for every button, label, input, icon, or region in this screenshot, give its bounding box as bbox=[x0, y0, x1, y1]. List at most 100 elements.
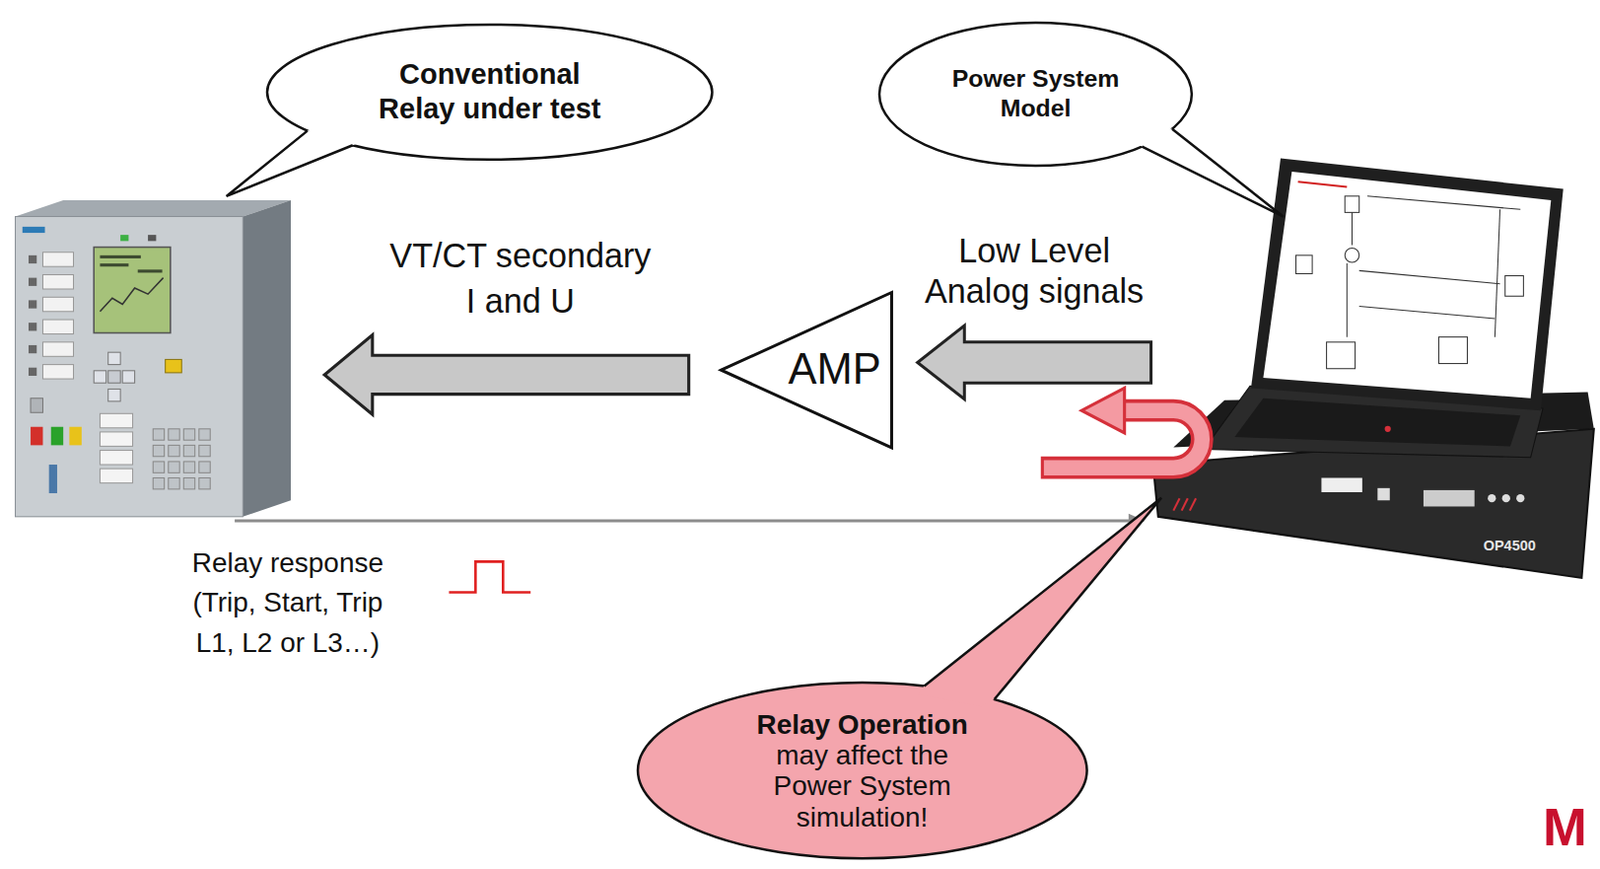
protection-relay bbox=[199, 461, 210, 473]
callout-tail bbox=[1142, 128, 1284, 216]
protection-relay bbox=[99, 263, 129, 267]
secondary-signal-arrow bbox=[324, 335, 690, 416]
laptop bbox=[1262, 171, 1551, 399]
protection-relay bbox=[183, 461, 195, 473]
laptop bbox=[1438, 337, 1467, 364]
protection-relay bbox=[152, 428, 164, 440]
laptop bbox=[1505, 276, 1525, 297]
protection-relay bbox=[51, 426, 64, 446]
laptop bbox=[1494, 208, 1500, 337]
protection-relay bbox=[42, 252, 73, 267]
simulator-rack bbox=[1487, 493, 1496, 502]
protection-relay bbox=[15, 200, 291, 217]
protection-relay bbox=[30, 426, 43, 446]
simulator-rack bbox=[1189, 497, 1196, 510]
annotation: VT/CT secondary I and U bbox=[384, 232, 656, 324]
callout-bubble: Relay Operationmay affect the Power Syst… bbox=[635, 680, 1090, 860]
protection-relay bbox=[138, 269, 163, 273]
protection-relay bbox=[93, 247, 171, 334]
protection-relay bbox=[199, 444, 210, 456]
protection-relay bbox=[168, 461, 180, 473]
laptop bbox=[1359, 270, 1501, 283]
relay-response-line bbox=[234, 518, 1131, 522]
protection-relay bbox=[183, 428, 195, 440]
amplifier-label-group: AMP bbox=[787, 345, 881, 395]
callout-text-group: Power System Model bbox=[937, 64, 1135, 124]
trip-pulse-symbol bbox=[448, 560, 531, 592]
callout-bubble: Conventional Relay under test bbox=[265, 22, 714, 162]
callout-tail bbox=[226, 126, 367, 196]
laptop bbox=[1344, 248, 1359, 263]
callout-text-group: Conventional Relay under test bbox=[366, 57, 614, 127]
simulator-rack bbox=[1173, 497, 1180, 510]
simulator-rack bbox=[1182, 497, 1188, 510]
protection-relay bbox=[152, 477, 164, 488]
laptop bbox=[1298, 181, 1348, 187]
protection-relay bbox=[69, 426, 81, 446]
laptop bbox=[1359, 306, 1496, 319]
protection-relay bbox=[183, 477, 195, 488]
protection-relay bbox=[99, 431, 133, 446]
laptop bbox=[1385, 425, 1392, 432]
protection-relay bbox=[168, 444, 180, 456]
protection-relay bbox=[99, 255, 140, 259]
protection-relay bbox=[99, 278, 163, 312]
protection-relay bbox=[242, 200, 291, 517]
protection-relay bbox=[28, 322, 37, 331]
callout-text: may affect the Power System simulation! bbox=[756, 739, 969, 833]
protection-relay bbox=[152, 461, 164, 473]
protection-relay bbox=[93, 370, 106, 383]
protection-relay bbox=[108, 351, 121, 364]
protection-relay bbox=[122, 370, 135, 383]
protection-relay bbox=[152, 444, 164, 456]
laptop bbox=[1351, 211, 1353, 245]
simulator-rack bbox=[1423, 489, 1475, 507]
callout-text: Power System Model bbox=[937, 64, 1135, 124]
protection-relay bbox=[15, 200, 291, 517]
relay-response-line bbox=[234, 513, 1145, 528]
signal-label: Low Level Analog signals bbox=[915, 230, 1153, 312]
protection-relay bbox=[99, 413, 133, 427]
laptop bbox=[1344, 196, 1359, 213]
protection-relay bbox=[42, 342, 73, 356]
protection-relay bbox=[165, 358, 183, 372]
protection-relay bbox=[22, 226, 46, 233]
feedback-u-arrow bbox=[1081, 387, 1124, 433]
annotation-box: VT/CT secondary I and U bbox=[384, 232, 656, 324]
callout-bubble: Power System Model bbox=[877, 20, 1194, 168]
protection-relay bbox=[183, 444, 195, 456]
protection-relay bbox=[99, 450, 133, 465]
device-model-group: OP4500 bbox=[1483, 537, 1536, 555]
protection-relay bbox=[120, 234, 129, 241]
amplifier-outline bbox=[720, 291, 892, 447]
protection-relay bbox=[99, 468, 133, 483]
feedback-u-arrow bbox=[1041, 387, 1203, 468]
protection-relay bbox=[28, 255, 37, 264]
device-model: OP4500 bbox=[1483, 537, 1536, 555]
simulator-device: OP4500 bbox=[1151, 326, 1596, 582]
protection-relay bbox=[168, 477, 180, 488]
callout-tail bbox=[923, 497, 1161, 699]
protection-relay bbox=[108, 370, 121, 383]
signal-arrow bbox=[917, 325, 1152, 400]
protection-relay bbox=[168, 428, 180, 440]
callout-tail bbox=[1131, 125, 1284, 217]
protection-relay bbox=[28, 278, 37, 286]
laptop bbox=[1251, 158, 1564, 412]
amplifier-label: AMP bbox=[787, 345, 881, 395]
laptop bbox=[1367, 196, 1521, 209]
protection-relay bbox=[30, 398, 43, 413]
annotation-box: Relay response (Trip, Start, Trip L1, L2… bbox=[176, 543, 399, 664]
protection-relay bbox=[28, 299, 37, 308]
callout-bubble-outline bbox=[265, 22, 714, 162]
annotation: Relay response (Trip, Start, Trip L1, L2… bbox=[176, 543, 399, 664]
protection-relay bbox=[199, 428, 210, 440]
laptop bbox=[1326, 342, 1356, 369]
callout-ellipse bbox=[637, 682, 1088, 858]
signal-label-box: Low Level Analog signals bbox=[915, 230, 1153, 312]
callout-tail bbox=[226, 130, 353, 196]
laptop bbox=[1346, 263, 1348, 338]
protection-relay bbox=[42, 296, 73, 311]
simulator-rack bbox=[1321, 477, 1362, 491]
